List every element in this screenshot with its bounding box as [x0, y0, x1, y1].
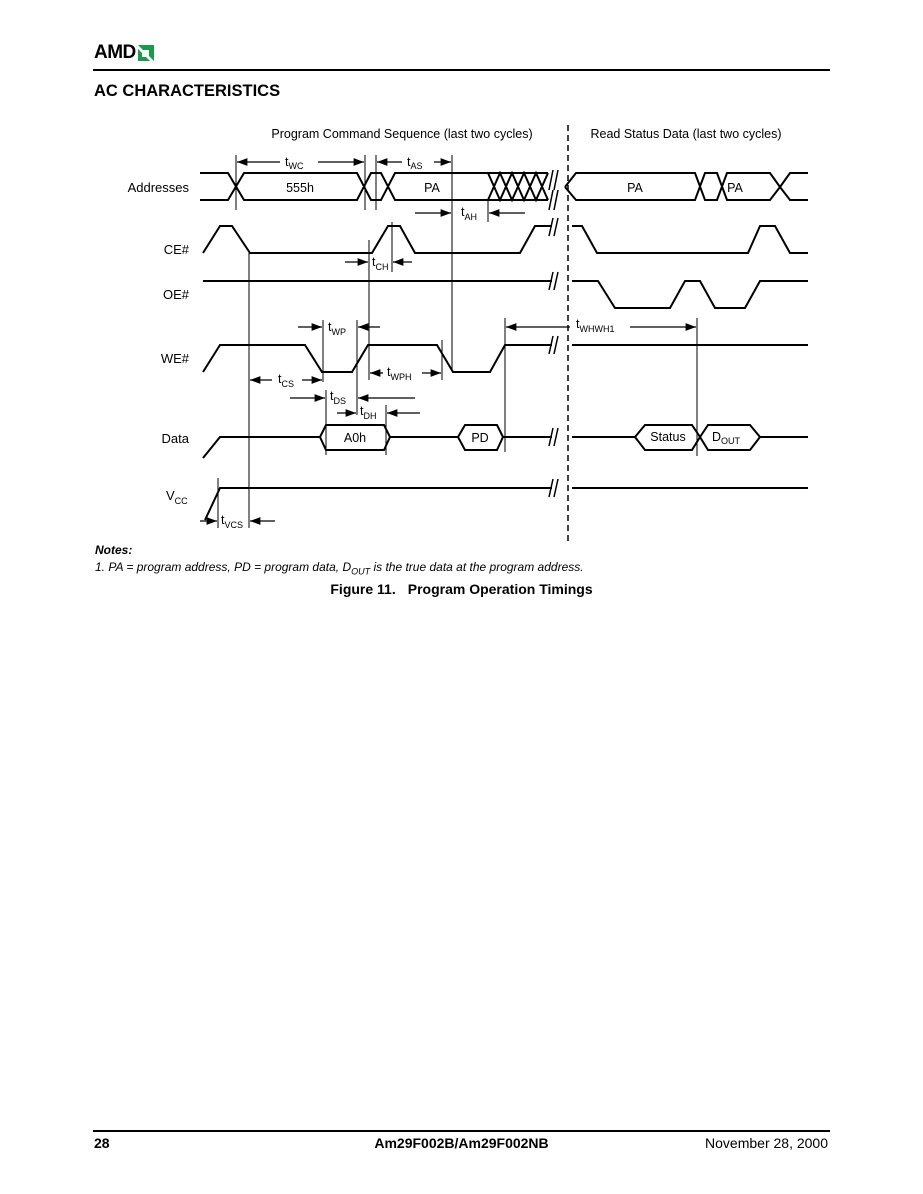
address-pa-read1: PA	[627, 181, 643, 195]
data-pd-box	[456, 424, 505, 451]
ce-waveform	[202, 225, 808, 254]
data-pd: PD	[471, 431, 488, 445]
document-name: Am29F002B/Am29F002NB	[374, 1135, 549, 1151]
note-1: 1. PA = program address, PD = program da…	[95, 560, 584, 577]
timing-twph: tWPH	[387, 365, 411, 382]
vcc-waveform	[204, 487, 808, 521]
data-a0h: A0h	[344, 431, 366, 445]
address-pa-read2: PA	[727, 181, 743, 195]
data-dout: DOUT	[712, 430, 741, 446]
oe-waveform	[203, 280, 808, 309]
amd-arrow-icon	[137, 45, 154, 61]
signal-addresses: Addresses	[128, 180, 190, 195]
signal-vcc: VCC	[166, 488, 188, 506]
notes-heading: Notes:	[95, 543, 133, 557]
timing-twc: tWC	[285, 155, 304, 171]
break-marks	[548, 169, 559, 498]
timing-tcs: tCS	[278, 372, 294, 389]
timing-tdh: tDH	[360, 404, 376, 421]
address-555h: 555h	[286, 181, 314, 195]
timing-tch: tCH	[372, 255, 388, 272]
figure-caption: Figure 11.Program Operation Timings	[330, 581, 593, 597]
timing-twhwh1: tWHWH1	[576, 317, 614, 334]
section-title: AC CHARACTERISTICS	[94, 82, 281, 100]
logo-text: AMD	[94, 42, 136, 63]
data-status: Status	[650, 430, 685, 444]
data-waveform	[202, 436, 808, 459]
data-dout-box	[698, 424, 762, 451]
program-operation-timing-diagram: Program Command Sequence (last two cycle…	[128, 125, 808, 545]
we-waveform	[202, 344, 808, 373]
address-waveform	[200, 170, 808, 203]
signal-ce: CE#	[164, 242, 190, 257]
header-rule	[93, 69, 830, 71]
timing-tas: tAS	[407, 155, 423, 171]
amd-logo: AMD	[94, 42, 154, 64]
signal-we: WE#	[161, 351, 190, 366]
timing-tds: tDS	[330, 389, 346, 406]
timing-tvcs: tVCS	[221, 513, 243, 530]
footer-rule	[93, 1130, 830, 1132]
address-pa: PA	[424, 181, 440, 195]
timing-tah: tAH	[461, 205, 477, 222]
timing-twp: tWP	[328, 320, 346, 337]
document-date: November 28, 2000	[705, 1135, 828, 1151]
page-number: 28	[94, 1135, 110, 1151]
phase-label-program: Program Command Sequence (last two cycle…	[271, 127, 532, 141]
signal-oe: OE#	[163, 287, 190, 302]
signal-data: Data	[162, 431, 190, 446]
phase-label-read: Read Status Data (last two cycles)	[590, 127, 781, 141]
timing-arrows	[200, 158, 696, 525]
